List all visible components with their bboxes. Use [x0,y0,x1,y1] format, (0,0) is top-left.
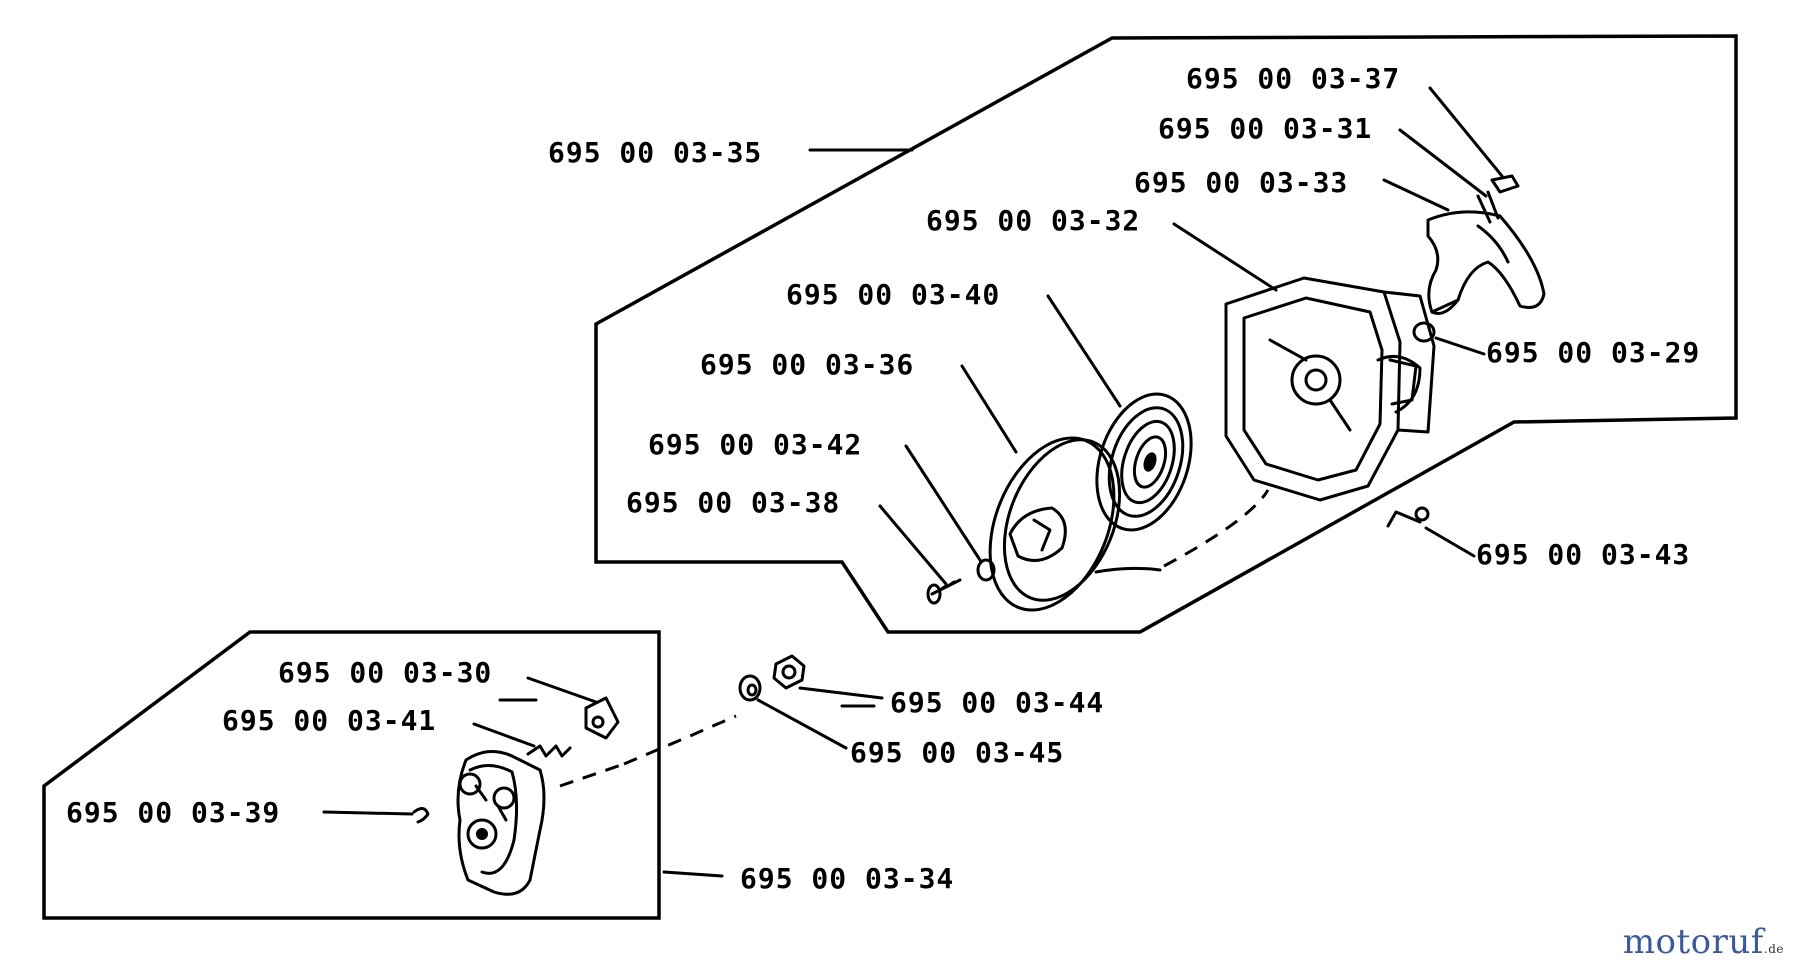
leader-38 [878,504,948,586]
leader-32 [1172,222,1278,292]
leader-36 [960,364,1018,454]
label-695-00-03-29: 695 00 03-29 [1486,336,1700,369]
label-695-00-03-42: 695 00 03-42 [648,428,862,461]
leader-44 [798,686,884,700]
leader-30 [526,676,598,704]
label-695-00-03-43: 695 00 03-43 [1476,538,1690,571]
watermark-suffix: .de [1763,942,1784,956]
leader-43 [1424,526,1476,558]
watermark-text: motoruf [1622,922,1764,962]
label-695-00-03-37: 695 00 03-37 [1186,62,1400,95]
pulley-carrier-part [456,750,546,896]
starter-housing-part [1224,276,1436,502]
pawl-hole [591,715,605,729]
starter-handle-part [1426,210,1546,315]
label-695-00-03-32: 695 00 03-32 [926,204,1140,237]
assembly-axis-2 [559,762,625,788]
spring-washer-part [738,674,762,702]
label-695-00-03-30: 695 00 03-30 [278,656,492,689]
assembly-axis [623,714,737,766]
starter-rope [1163,489,1270,568]
label-695-00-03-34: 695 00 03-34 [740,862,954,895]
leader-29 [1434,336,1486,356]
leader-34 [662,870,724,878]
label-695-00-03-36: 695 00 03-36 [700,348,914,381]
leader-45 [756,698,848,750]
rope-plug-part [1490,174,1520,194]
pin-part [1386,506,1430,528]
washer-part [976,558,996,582]
label-695-00-03-41: 695 00 03-41 [222,704,436,737]
motoruf-watermark: motoruf.de [1623,922,1784,962]
clip-part [412,807,430,824]
pawl-part [584,696,620,740]
label-695-00-03-33: 695 00 03-33 [1134,166,1348,199]
label-695-00-03-31: 695 00 03-31 [1158,112,1372,145]
pawl-spring-part [526,744,572,758]
leader-42 [904,444,982,562]
label-695-00-03-44: 695 00 03-44 [890,686,1104,719]
lower-assembly-frame [42,630,661,920]
rope-guide-part [1412,321,1436,343]
leader-41 [472,722,536,748]
upper-assembly-frame [594,34,1738,634]
label-695-00-03-45: 695 00 03-45 [850,736,1064,769]
leader-40 [1046,294,1122,408]
label-695-00-03-38: 695 00 03-38 [626,486,840,519]
leader-31 [1398,128,1488,198]
handle-insert-part [1476,190,1500,224]
label-695-00-03-39: 695 00 03-39 [66,796,280,829]
label-695-00-03-40: 695 00 03-40 [786,278,1000,311]
leader-39 [322,810,414,816]
starter-rope-end [1094,566,1162,574]
leader-37 [1428,86,1504,178]
leader-33 [1382,178,1450,212]
label-695-00-03-35: 695 00 03-35 [548,136,762,169]
rope-pulley-part [988,436,1122,612]
screw-part [926,578,962,605]
nut-part [772,654,806,690]
